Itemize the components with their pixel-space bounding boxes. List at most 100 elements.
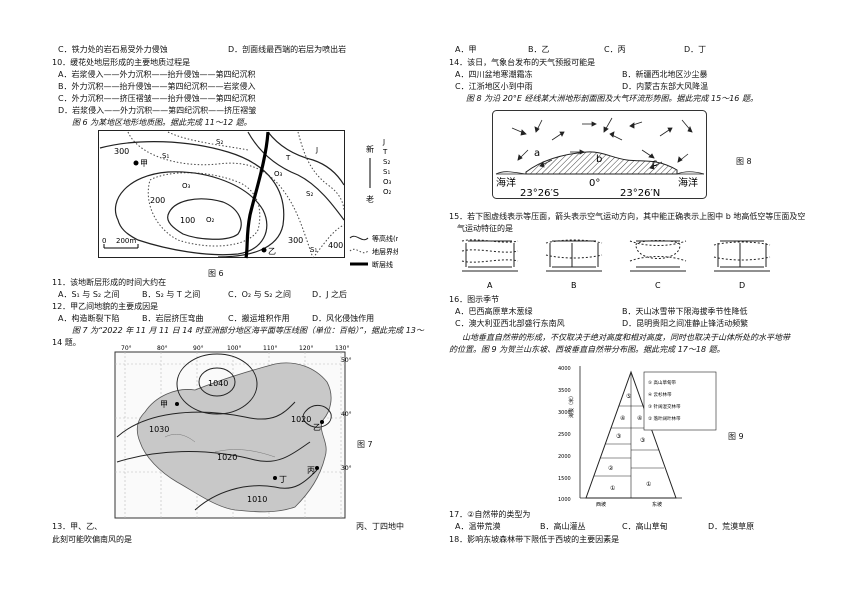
figure-9-vertical-zones: 4000 3500 3000 2500 2000 1500 1000 海拔（米）… [550, 358, 720, 510]
q11-option-d: D．J 之后 [312, 290, 348, 299]
q18-stem: 18．影响东坡森林带下限低于西坡的主要因素是 [449, 535, 620, 544]
zone-num: ② [608, 465, 614, 472]
q13-stem-part1: 13．甲、乙、 [52, 522, 103, 531]
q13-option-a: A．甲 [455, 45, 477, 54]
q14-option-a: A．四川盆地寒潮霜冻 [455, 70, 533, 79]
place-bing: 丙 [307, 466, 315, 475]
fig8-caption: 图 8 [736, 157, 752, 166]
scale-200m: 200m [116, 237, 136, 245]
ytick: 1500 [558, 476, 571, 482]
fig8-intro: 图 8 为沿 20°E 经线某大洲地形剖面图及大气环流形势图。据此完成 15～1… [466, 94, 758, 103]
age-series-s2: S₂ [383, 158, 390, 166]
q15-label-a: A [487, 281, 493, 290]
lat-label-40: 40° [341, 411, 352, 418]
age-series-o2: O₂ [383, 188, 392, 196]
q13-option-c: C．丙 [604, 45, 626, 54]
lon-label: 110° [263, 345, 277, 352]
isobar-1040: 1040 [208, 379, 228, 388]
zone-num: ③ [616, 433, 621, 440]
place-jia: 甲 [140, 159, 148, 168]
stratum-label: O₃ [182, 182, 191, 190]
q12-option-a: A．构造断裂下陷 [58, 314, 120, 323]
place-ding: 丁 [279, 475, 287, 484]
lon-label: 120° [299, 345, 313, 352]
fig7-caption: 图 7 [357, 440, 373, 449]
slope-west: 西坡 [596, 501, 606, 508]
q13-option-d: D．丁 [684, 45, 707, 54]
legend-zone-3: ③ 针阔混交林带 [648, 403, 681, 410]
q17-option-c: C．高山草甸 [622, 522, 668, 531]
zone-num: ① [646, 481, 651, 488]
age-series-t: T [382, 148, 388, 156]
lon-label: 100° [227, 345, 241, 352]
age-series-o3: O₃ [383, 178, 392, 186]
ytick: 2000 [558, 454, 571, 460]
fig6-intro: 图 6 为某地区地形地质图。据此完成 11～12 题。 [72, 118, 252, 127]
fig7-intro-line1: 图 7 为“2022 年 11 月 11 日 14 时亚洲部分地区海平面等压线图… [72, 326, 424, 335]
ocean-right-label: 海洋 [678, 176, 698, 189]
zone-num: ⑤ [626, 393, 631, 400]
scale-zero: 0 [102, 237, 106, 245]
ytick: 3000 [558, 410, 571, 416]
legend-contour: 等高线(m) [372, 234, 398, 243]
q17-option-a: A．温带荒漠 [455, 522, 501, 531]
fig9-caption: 图 9 [728, 432, 744, 441]
fig9-intro-line1: 山地垂直自然带的形成，不仅取决于绝对高度和相对高度，同时也取决于山体所处的水平地… [462, 333, 790, 342]
q15-label-d: D [739, 281, 745, 290]
q9-option-d: D．剖面线最西端的岩层为喷出岩 [228, 45, 347, 54]
ytick: 3500 [558, 388, 571, 394]
stratum-label: O₃ [274, 170, 283, 178]
zone-num: ① [610, 485, 615, 492]
q13-stem-part2: 丙、丁四地中 [356, 522, 404, 531]
place-yi: 乙 [268, 247, 276, 256]
profile-point-b: b [596, 154, 602, 165]
q9-option-c: C．铁力处的岩石易受外力侵蚀 [58, 45, 168, 54]
q10-option-c: C．外力沉积——挤压褶皱——抬升侵蚀——第四纪沉积 [58, 94, 256, 103]
lon-label: 80° [157, 345, 168, 352]
q14-option-c: C．江浙地区小到中雨 [455, 82, 533, 91]
lat-equator-label: 0° [589, 178, 600, 189]
stratum-label: S₁ [310, 246, 317, 254]
q11-option-c: C．O₂ 与 S₂ 之间 [228, 290, 292, 299]
q15-label-b: B [571, 281, 577, 290]
isobar-1030: 1030 [149, 425, 169, 434]
q11-option-b: B．S₂ 与 T 之间 [142, 290, 201, 299]
q16-option-d: D．昆明贵阳之间准静止锋活动频繁 [622, 319, 749, 328]
stratum-label: S₁ [162, 152, 169, 160]
ytick: 2500 [558, 432, 571, 438]
q15-stem-line1: 15．若下图虚线表示等压面，箭头表示空气运动方向，其中能正确表示上图中 b 地高… [449, 212, 806, 221]
profile-point-a: a [534, 148, 540, 159]
place-yi: 乙 [313, 423, 321, 432]
contour-label-300-east: 300 [288, 236, 303, 245]
yaxis-label: 海拔（米） [568, 393, 575, 418]
figure-8-profile: a b c 海洋 海洋 23°26′S 0° 23°26′N [492, 110, 708, 200]
legend-fault: 断层线 [372, 260, 393, 269]
fig7-intro-line2: 14 题。 [52, 338, 81, 347]
figure-6-geologic-map: 300 200 100 300 400 S₁ S₂ S₂ S₁ O₃ O₂ O₃… [98, 130, 406, 275]
contour-label-400: 400 [328, 241, 343, 250]
q11-option-a: A．S₁ 与 S₂ 之间 [58, 290, 120, 299]
q10-option-a: A．岩浆侵入——外力沉积——抬升侵蚀——第四纪沉积 [58, 70, 256, 79]
q16-stem: 16．图示季节 [449, 295, 500, 304]
q13-stem-part3: 此刻可能吹偏南风的是 [52, 535, 132, 544]
q16-option-c: C．澳大利亚西北部盛行东南风 [455, 319, 565, 328]
fig6-caption: 图 6 [208, 269, 224, 278]
lat-label-50: 50° [341, 357, 352, 364]
age-bottom-label: 老 [366, 194, 374, 204]
q15-label-c: C [655, 281, 661, 290]
q12-stem: 12．甲乙间地貌的主要成因是 [52, 302, 159, 311]
q12-option-c: C．搬运堆积作用 [228, 314, 290, 323]
legend-zone-2: ② 落叶阔叶林带 [648, 415, 681, 422]
isobar-1020-south: 1020 [217, 453, 237, 462]
lon-label: 130° [335, 345, 349, 352]
q14-stem: 14．该日，气象台发布的天气预报可能是 [449, 58, 596, 67]
stratum-label: O₂ [206, 216, 215, 224]
age-series-j: J [382, 138, 385, 146]
q13-option-b: B．乙 [528, 45, 550, 54]
q15-diagram-options: A B C D [458, 233, 778, 291]
age-series-s1: S₁ [383, 168, 390, 176]
figure-7-isobar-map: 1040 1030 1020 1020 1010 70° 80° 90° 100… [105, 342, 355, 520]
stratum-label: S₂ [216, 138, 223, 146]
fig9-intro-line2: 的位置。图 9 为贺兰山东坡、西坡垂直自然带分布图。据此完成 17～18 题。 [449, 345, 725, 354]
zone-num: ④ [637, 415, 642, 422]
